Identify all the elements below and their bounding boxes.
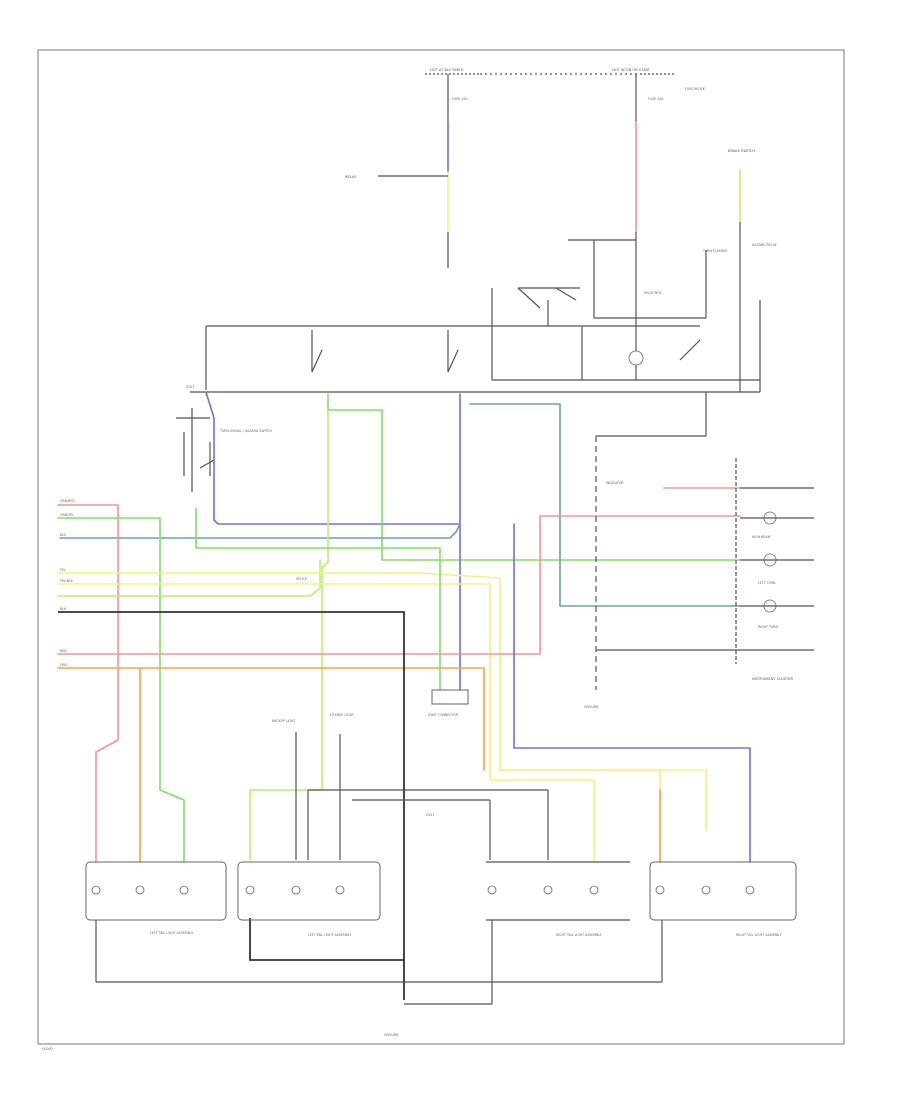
lbl-grnred: GRN/RED xyxy=(60,499,75,503)
turn-switch-contacts xyxy=(311,330,701,373)
right-tail-assembly-1: RIGHT TAIL LIGHT ASSEMBLY xyxy=(486,861,630,937)
wire-black-lamps xyxy=(249,918,404,961)
wire-yellow-row2 xyxy=(57,583,595,863)
cluster-title: INSTRUMENT CLUSTER xyxy=(752,677,793,681)
diagram-frame xyxy=(37,49,845,1045)
wire-purple-right xyxy=(513,523,751,863)
wire-orange xyxy=(57,667,485,863)
lbl-yel: YEL xyxy=(60,568,66,572)
brake-switch-label: BRAKE SWITCH xyxy=(728,149,755,153)
lbl-red: RED xyxy=(60,649,67,653)
left-tail-assembly-2: LEFT TAIL LIGHT ASSEMBLY xyxy=(237,861,381,937)
wire-yellow-row3 xyxy=(499,769,707,831)
fuse-r-id: FUSE 10A xyxy=(648,97,664,101)
left-wire-labels: GRN/RED GRN/YEL BLU YEL YEL/BLK RED ORG … xyxy=(60,499,307,667)
wire-red-across xyxy=(57,515,741,655)
lbl-blu: BLU xyxy=(60,533,67,537)
lamp-l1-label: LEFT TAIL LIGHT ASSEMBLY xyxy=(150,931,193,935)
lamp-r2-label: RIGHT TAIL LIGHT ASSEMBLY xyxy=(736,933,782,937)
wire-steel-blue xyxy=(469,403,741,607)
joint-connector: JOINT CONNECTOR xyxy=(427,689,469,717)
lbl-org: ORG xyxy=(60,663,68,667)
wire-green-contact1 xyxy=(327,393,741,561)
hazard-relay-label: HAZARD RELAY xyxy=(752,243,777,247)
license-light-label: LICENSE LIGHT xyxy=(330,713,354,717)
relay-box: RELAY BOX xyxy=(517,239,707,380)
wire-steel-blue-2 xyxy=(59,523,461,539)
relay-left-label: RELAY xyxy=(345,175,357,179)
instrument-cluster: INDICATOR HIGH BEAM LEFT TURN RIGHT TURN… xyxy=(606,458,814,681)
turn-switch-drawing xyxy=(176,408,215,492)
splice-left-label: S201 xyxy=(186,385,194,389)
lbl-yelblk: YEL/BLK xyxy=(60,579,74,583)
joint-label: JOINT CONNECTOR xyxy=(427,713,459,717)
fuse-section: HOT AT ALL TIMES HOT IN ON OR START FUSE… xyxy=(425,68,706,122)
lbl-grnyel: GRN/YEL xyxy=(60,513,74,517)
wire-red-left xyxy=(57,504,119,863)
center-conn-label: C201 xyxy=(426,813,434,817)
cluster-row1-label: INDICATOR xyxy=(606,481,624,485)
lamp-l2-label: LEFT TAIL LIGHT ASSEMBLY xyxy=(308,933,351,937)
relay-box-label: RELAY BOX xyxy=(644,291,662,295)
wire-purple-switch xyxy=(205,391,461,525)
cluster-row2-label: HIGH BEAM xyxy=(752,535,771,539)
lbl-blk: BLK xyxy=(60,607,67,611)
turn-switch-label: TURN SIGNAL / HAZARD SWITCH xyxy=(219,429,272,433)
lbl-splice-mid: SPLICE xyxy=(296,577,307,581)
ground-right-label: GROUND xyxy=(584,705,599,709)
right-tail-assembly-2: RIGHT TAIL LIGHT ASSEMBLY xyxy=(649,861,797,937)
cluster-row3-label: LEFT TURN xyxy=(758,581,776,585)
fuse-right-label: HOT IN ON OR START xyxy=(612,68,651,72)
fuse-l-id: FUSE 15A xyxy=(452,97,468,101)
fuse-note-label: FUSE BLOCK xyxy=(685,87,706,91)
wire-lime-left xyxy=(249,409,329,861)
cluster-row4-label: RIGHT TURN xyxy=(758,625,778,629)
fuse-left-label: HOT AT ALL TIMES xyxy=(430,68,464,72)
lamp-r1-label: RIGHT TAIL LIGHT ASSEMBLY xyxy=(556,933,602,937)
backup-light-label: BACKUP LIGHT xyxy=(272,719,295,723)
ground-bottom-label: GROUND xyxy=(384,1033,399,1037)
wire-green-joint xyxy=(195,507,441,691)
wire-green-left-2 xyxy=(57,559,321,597)
footer-id: G0000 xyxy=(42,1047,53,1051)
wire-black-trunk xyxy=(58,611,405,1000)
left-tail-assembly-1: LEFT TAIL LIGHT ASSEMBLY xyxy=(85,861,227,935)
wire-green-left xyxy=(57,517,185,863)
flasher-label: TURN FLASHER xyxy=(702,249,728,253)
wire-yellow-row1 xyxy=(57,572,661,863)
